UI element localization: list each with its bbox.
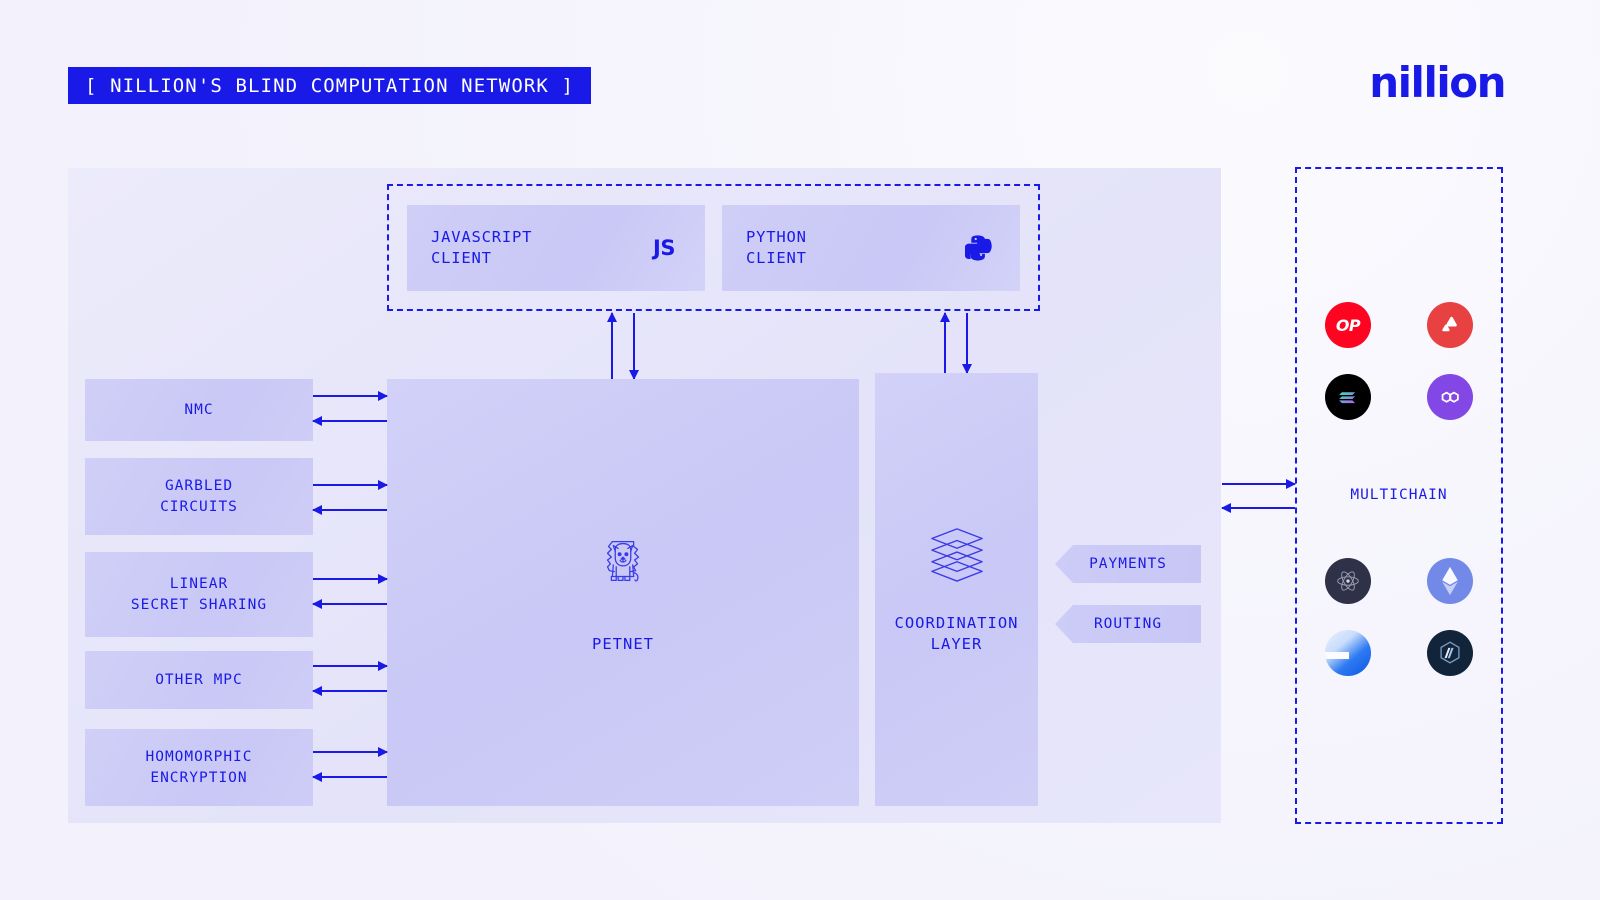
- arrow-lss-to-petnet: [313, 574, 388, 584]
- tag-payments[interactable]: PAYMENTS: [1055, 545, 1201, 583]
- chain-icon-group-bottom: [1297, 558, 1501, 676]
- multichain-label: MULTICHAIN: [1350, 487, 1448, 503]
- arrow-nmc-to-petnet: [313, 391, 388, 401]
- tech-box-nmc[interactable]: NMC: [85, 379, 313, 441]
- tech-box-homomorphic-encryption[interactable]: HOMOMORPHIC ENCRYPTION: [85, 729, 313, 806]
- header: [ NILLION'S BLIND COMPUTATION NETWORK ] …: [0, 0, 1600, 150]
- js-badge-label: JS: [653, 236, 675, 260]
- arrow-he-to-petnet: [313, 747, 388, 757]
- tech-box-other-mpc[interactable]: OTHER MPC: [85, 651, 313, 709]
- arrow-petnet-to-lss: [312, 599, 387, 609]
- javascript-icon: JS: [647, 231, 681, 265]
- arrow-petnet-to-garbled: [312, 505, 387, 515]
- arrow-python-to-coord: [962, 313, 972, 374]
- arrow-coord-to-python: [940, 312, 950, 373]
- arrow-network-to-multichain: [1222, 479, 1296, 489]
- nillion-logo: nillion: [1369, 58, 1506, 107]
- ethereum-icon: [1427, 558, 1473, 604]
- arrow-petnet-to-nmc: [312, 416, 387, 426]
- arbitrum-icon: [1427, 630, 1473, 676]
- coordination-layer-label: COORDINATION LAYER: [894, 613, 1019, 653]
- multichain-panel: OP MULTICHAIN: [1295, 167, 1503, 824]
- arrow-petnet-to-he: [312, 772, 387, 782]
- arrow-petnet-to-mpc: [312, 686, 387, 696]
- layers-icon: [926, 525, 988, 587]
- arrow-mpc-to-petnet: [313, 661, 388, 671]
- arrow-js-to-petnet: [629, 313, 639, 380]
- chain-icon-group-top: OP: [1297, 302, 1501, 420]
- python-icon: [962, 231, 996, 265]
- tech-box-linear-secret-sharing[interactable]: LINEAR SECRET SHARING: [85, 552, 313, 637]
- polygon-icon: [1427, 374, 1473, 420]
- coordination-layer-box[interactable]: COORDINATION LAYER: [875, 373, 1038, 806]
- arrow-multichain-to-network: [1221, 503, 1295, 513]
- lion-icon: [592, 530, 654, 596]
- optimism-icon: OP: [1325, 302, 1371, 348]
- arrow-petnet-to-js: [607, 312, 617, 379]
- arrow-garbled-to-petnet: [313, 480, 388, 490]
- javascript-client-box[interactable]: JAVASCRIPT CLIENT JS: [407, 205, 705, 291]
- tag-routing[interactable]: ROUTING: [1055, 605, 1201, 643]
- tech-box-garbled-circuits[interactable]: GARBLED CIRCUITS: [85, 458, 313, 535]
- solana-icon: [1325, 374, 1371, 420]
- cosmos-icon: [1325, 558, 1371, 604]
- avalanche-icon: [1427, 302, 1473, 348]
- javascript-client-label: JAVASCRIPT CLIENT: [431, 228, 533, 267]
- python-client-label: PYTHON CLIENT: [746, 228, 807, 267]
- clients-group: JAVASCRIPT CLIENT JS PYTHON CLIENT: [387, 184, 1040, 311]
- near-icon: [1325, 630, 1371, 676]
- petnet-label: PETNET: [592, 635, 654, 653]
- petnet-box[interactable]: PETNET: [387, 379, 859, 806]
- page-title: [ NILLION'S BLIND COMPUTATION NETWORK ]: [68, 67, 592, 104]
- near-wedge: [1325, 651, 1349, 659]
- python-client-box[interactable]: PYTHON CLIENT: [722, 205, 1020, 291]
